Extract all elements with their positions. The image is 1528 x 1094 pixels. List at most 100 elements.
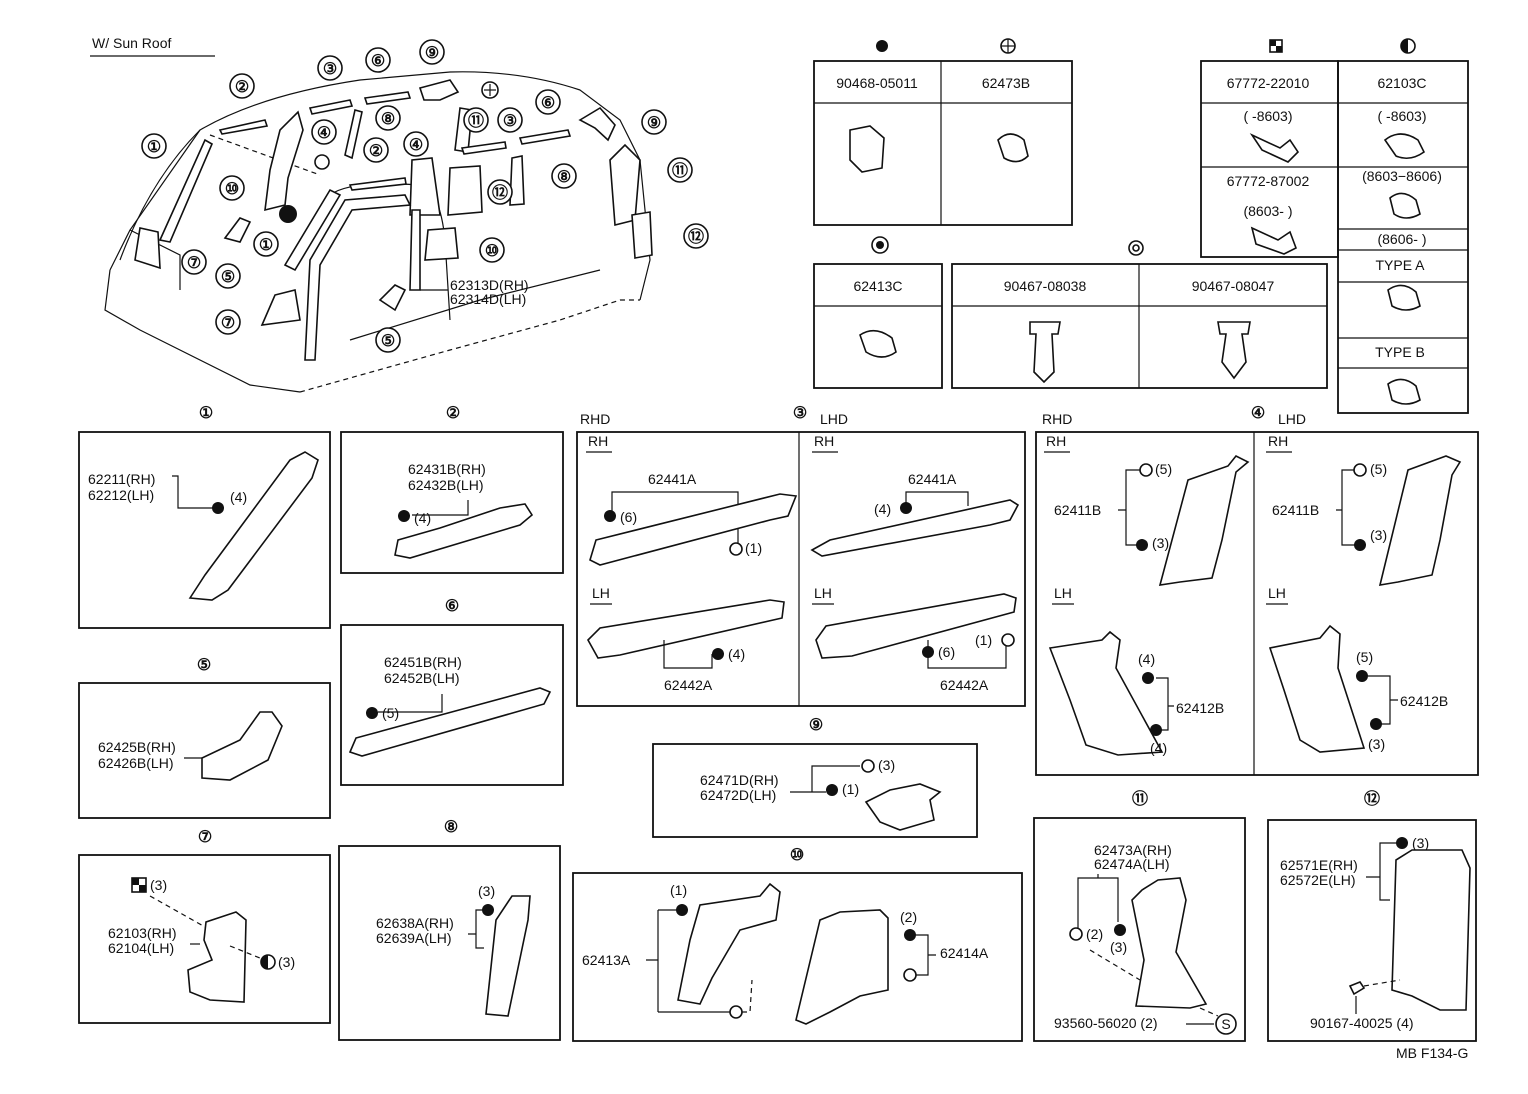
panel-3-rhd: RHD [580, 411, 610, 427]
panel-3-ring-ul [729, 542, 743, 556]
panel-4-rh-rhd-trim [1158, 454, 1250, 586]
panel-4-qty-ur-3: (3) [1370, 527, 1387, 543]
panel-4-lh-lhd-trim [1268, 624, 1366, 753]
panel-5: ⑤ 62425B(RH) 62426B(LH) [78, 657, 331, 819]
panel-12-leader [1366, 842, 1396, 901]
clip-62103c-a-drawing [1383, 133, 1426, 160]
clip-62473b-drawing [997, 133, 1029, 163]
part-62413c: 62413C [853, 278, 902, 294]
overview-callout-10b [479, 237, 505, 263]
panel-4-clip-ul [1136, 539, 1148, 551]
panel-4-rh-right: RH [1268, 433, 1288, 449]
roof-outline [109, 71, 651, 301]
panel-4-clip-lr-a [1356, 670, 1368, 682]
panel-3-lh-lhd-trim [815, 593, 1017, 659]
panel-4-qty-ur-5: (5) [1370, 461, 1387, 477]
overview-callout-7 [181, 249, 207, 275]
overview-callout-6b-text: ⑥ [541, 95, 555, 112]
overview-callout-5b-text: ⑤ [381, 333, 395, 350]
panel-12-bolt-label: 90167-40025 (4) [1310, 1015, 1414, 1031]
panel-11-qty-2: (2) [1086, 926, 1103, 942]
panel-1-qty: (4) [230, 489, 247, 505]
trim-3-roof-mid [308, 99, 354, 115]
panel-10-num: ⑩ [790, 847, 804, 864]
panel-11-ring [1069, 927, 1083, 941]
trim-3-inner [460, 141, 507, 155]
panel-11-trim [1131, 877, 1208, 1009]
windshield-dash [209, 134, 321, 176]
overview-callout-12b [683, 223, 709, 249]
panel-4-rh-left: RH [1046, 433, 1066, 449]
panel-1-part-lh: 62212(LH) [88, 487, 154, 503]
overview-callout-4 [311, 119, 337, 145]
panel-4-clip-ll-b [1150, 724, 1162, 736]
panel-2-clip-symbol [398, 510, 410, 522]
panel-3-rh-rhd-trim [589, 493, 798, 566]
panel-10-leader-right [916, 934, 936, 976]
panel-3-leader-ur [905, 491, 969, 506]
panel-10-clip-b [904, 929, 916, 941]
panel-12-part-lh: 62572E(LH) [1280, 872, 1356, 888]
overview-callout-9b-text: ⑨ [647, 115, 661, 132]
panel-6-frame [340, 624, 564, 786]
panel-9-num: ⑨ [809, 717, 823, 734]
fastener-table-2: 67772-22010 ( -8603) 67772-87002 (8603- … [1200, 38, 1469, 414]
panel-8-trim [485, 895, 531, 1017]
range-8603-8606: (8603−8606) [1362, 168, 1442, 184]
clip-90467-08038-drawing [1029, 321, 1061, 384]
overview-callout-12-text: ⑫ [492, 183, 508, 202]
panel-4: RHD ④ LHD RH RH LH LH 62411B (5) (3) 624… [1035, 405, 1479, 776]
panel-2-frame [340, 431, 564, 574]
panel-4-clip-ur [1354, 539, 1366, 551]
part-67772-22010: 67772-22010 [1227, 75, 1310, 91]
panel-10-ring-b [903, 968, 917, 982]
trim-8-inner [509, 155, 525, 206]
trim-7-upper [134, 227, 161, 270]
overview-callout-7b [215, 309, 241, 335]
panel-4-leader-lr [1368, 675, 1398, 725]
clip-type-a-drawing [1387, 284, 1421, 311]
panel-12-trim [1391, 849, 1471, 1011]
panel-4-qty-ul-5: (5) [1155, 461, 1172, 477]
panel-4-ring-ul [1139, 463, 1153, 477]
overview-callout-1 [141, 133, 167, 159]
overview-callout-3b [497, 107, 523, 133]
overview-callout-5-text: ⑤ [221, 269, 235, 286]
clip-90467-08047-drawing [1217, 321, 1251, 380]
overview-callout-6b [535, 89, 561, 115]
panel-7-qty-a: (3) [150, 877, 167, 893]
panel-4-qty-ll-b: (4) [1150, 740, 1167, 756]
panel-11-screw: 93560-56020 (2) [1054, 1015, 1158, 1031]
trim-9-rear [578, 106, 616, 142]
trim-5-front [223, 217, 252, 243]
floor-outline [299, 299, 640, 393]
trim-9-upper [418, 79, 460, 101]
panel-6-qty: (5) [382, 705, 399, 721]
overview-callout-7-text: ⑦ [187, 255, 201, 272]
panel-11: ⑪ 62473A(RH) 62474A(LH) (2) (3) 93560-56… [1033, 789, 1246, 1042]
clip-90468-drawing [849, 125, 885, 173]
trim-6-roof-rear [363, 91, 412, 105]
overview-callouts: ① ② ③ ⑥ ⑨ ④ ⑧ ⑩ ② ④ ⑪ ③ ⑥ ⑨ ⑫ ⑧ ⑪ ⑫ ① ⑩ … [141, 39, 709, 353]
panel-11-qty-3: (3) [1110, 939, 1127, 955]
panel-1-num: ① [199, 405, 213, 422]
panel-12-frame [1267, 819, 1477, 1042]
panel-8: ⑧ (3) 62638A(RH) 62639A(LH) [338, 819, 561, 1041]
panel-2-leader [412, 500, 469, 516]
panel-7-num: ⑦ [198, 829, 212, 846]
half-circle-fill [1401, 39, 1408, 53]
trim-2-inner [348, 177, 407, 191]
panel-11-s-symbol [1215, 1013, 1237, 1035]
overview-callout-3b-text: ③ [503, 113, 517, 130]
panel-3: RHD ③ LHD RH RH LH LH 62441A (6) (1) 624… [576, 405, 1026, 707]
panel-10-leader-left [646, 909, 730, 1013]
overview-callout-3 [317, 55, 343, 81]
overview-callout-8 [375, 105, 401, 131]
panel-3-ring-lr [1001, 633, 1015, 647]
panel-9-frame [652, 743, 978, 838]
panel-8-frame [338, 845, 561, 1041]
panel-3-lh-rhd-trim [587, 599, 785, 659]
panel-4-lh-rhd-trim [1048, 630, 1164, 756]
panel-1-a-pillar-trim [188, 451, 319, 601]
overview-callout-9b [641, 109, 667, 135]
